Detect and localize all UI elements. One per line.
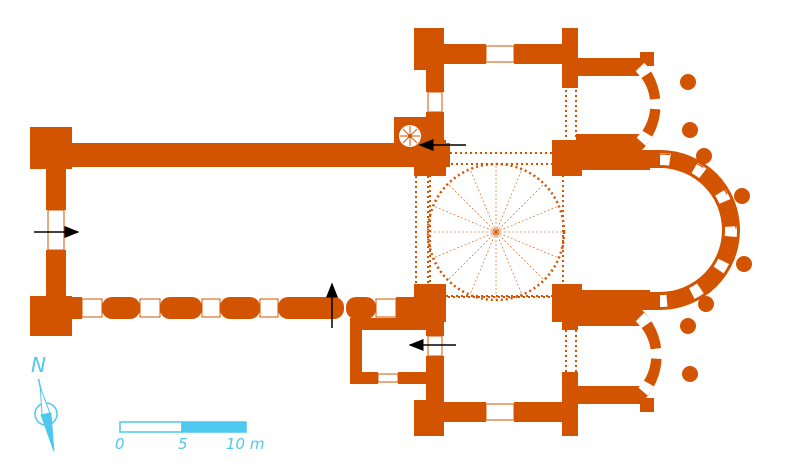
south-apse-window-arc <box>635 312 663 400</box>
dotted-lines <box>415 90 577 372</box>
south-apse <box>576 308 662 404</box>
dome-rib <box>495 231 558 258</box>
south-annex-bottom-wall-b <box>398 372 430 384</box>
scale-bar: 0 5 10 m <box>115 421 264 453</box>
dome-rib <box>495 185 543 233</box>
dome-rib <box>449 231 497 279</box>
west-wall-upper <box>46 160 66 210</box>
north-apse-buttress-1 <box>640 52 654 66</box>
south-chapel-window <box>485 403 515 421</box>
north-apse <box>576 58 661 152</box>
crossing-dotted-square <box>429 152 564 298</box>
north-apse-window-arc <box>635 62 662 148</box>
west-window <box>47 209 65 251</box>
main-apse-buttress-3 <box>736 256 752 272</box>
south-annex-window <box>377 373 399 383</box>
main-apse-window-arc <box>659 153 737 307</box>
south-nave-wall-seg-3 <box>160 297 202 319</box>
dome-rib <box>434 231 497 258</box>
south-nave-wall-seg-6 <box>346 297 376 319</box>
south-apse-buttress-3 <box>640 398 654 412</box>
crossing-sw-pier <box>414 284 446 322</box>
south-nave-wall-seg-1 <box>66 297 82 319</box>
south-apse-buttress-1 <box>680 318 696 334</box>
scale-label-0: 0 <box>115 435 125 453</box>
nave-window-1 <box>81 298 103 318</box>
south-chapel-west-wall-a <box>426 318 444 336</box>
south-chapel-se-pier <box>562 372 578 436</box>
north-nave-wall <box>60 143 432 167</box>
north-chapel-north-wall-a <box>414 44 486 64</box>
south-nave-wall-seg-4 <box>220 297 260 319</box>
south-annex-top-wall <box>350 318 430 330</box>
north-chapel-west-wall-a <box>426 60 444 92</box>
dome-rib <box>495 231 522 294</box>
north-label: N <box>31 353 46 377</box>
south-annex-west-wall <box>350 318 362 384</box>
nave-window-4 <box>259 298 279 318</box>
main-apse-buttress-4 <box>698 296 714 312</box>
scale-bar-filled-segment <box>181 421 247 433</box>
north-chapel-east-wall <box>562 58 578 88</box>
north-chapel-window <box>485 45 515 63</box>
nave-window-3 <box>201 298 221 318</box>
south-apse-buttress-2 <box>682 366 698 382</box>
apse-windows <box>635 62 737 400</box>
south-chapel-south-wall-b <box>514 402 574 422</box>
compass: N <box>31 353 58 452</box>
dome-rib <box>434 206 497 233</box>
main-apse <box>576 150 740 310</box>
dome-rib <box>495 170 522 233</box>
west-wall-lower <box>46 250 66 305</box>
dome-rib <box>470 231 497 294</box>
north-apse-buttress-2 <box>680 74 696 90</box>
north-apse-buttress-3 <box>682 122 698 138</box>
dome-rib <box>449 185 497 233</box>
scale-label-5: 5 <box>178 435 188 453</box>
nave-window-5 <box>375 298 397 318</box>
dome-ribs <box>430 166 562 298</box>
crossing-north-wall <box>440 143 450 167</box>
entrance-arrows <box>34 139 466 351</box>
dome-rib <box>470 170 497 233</box>
dome-rib <box>495 231 543 279</box>
north-chapel-west-window <box>427 91 443 113</box>
nave-window-2 <box>139 298 161 318</box>
scale-bar-white-segment <box>119 421 183 433</box>
south-chapel-east-wall <box>562 318 578 330</box>
south-chapel-west-window <box>427 335 443 357</box>
south-annex-bottom-wall-a <box>350 372 378 384</box>
dome-circle <box>426 162 566 302</box>
north-chapel-north-wall-b <box>514 44 574 64</box>
dome-center <box>492 228 500 236</box>
north-arrow-icon <box>34 378 58 452</box>
main-apse-buttress-2 <box>734 188 750 204</box>
south-nave-wall-seg-2 <box>102 297 140 319</box>
walls <box>30 28 752 436</box>
dome-rib <box>495 206 558 233</box>
south-chapel-south-wall-a <box>414 402 486 422</box>
scale-label-10m: 10 m <box>226 435 264 453</box>
south-nave-wall-seg-5 <box>278 297 344 319</box>
spiral-stair-icon <box>399 125 421 147</box>
window-openings <box>47 45 515 421</box>
main-apse-buttress-1 <box>696 148 712 164</box>
